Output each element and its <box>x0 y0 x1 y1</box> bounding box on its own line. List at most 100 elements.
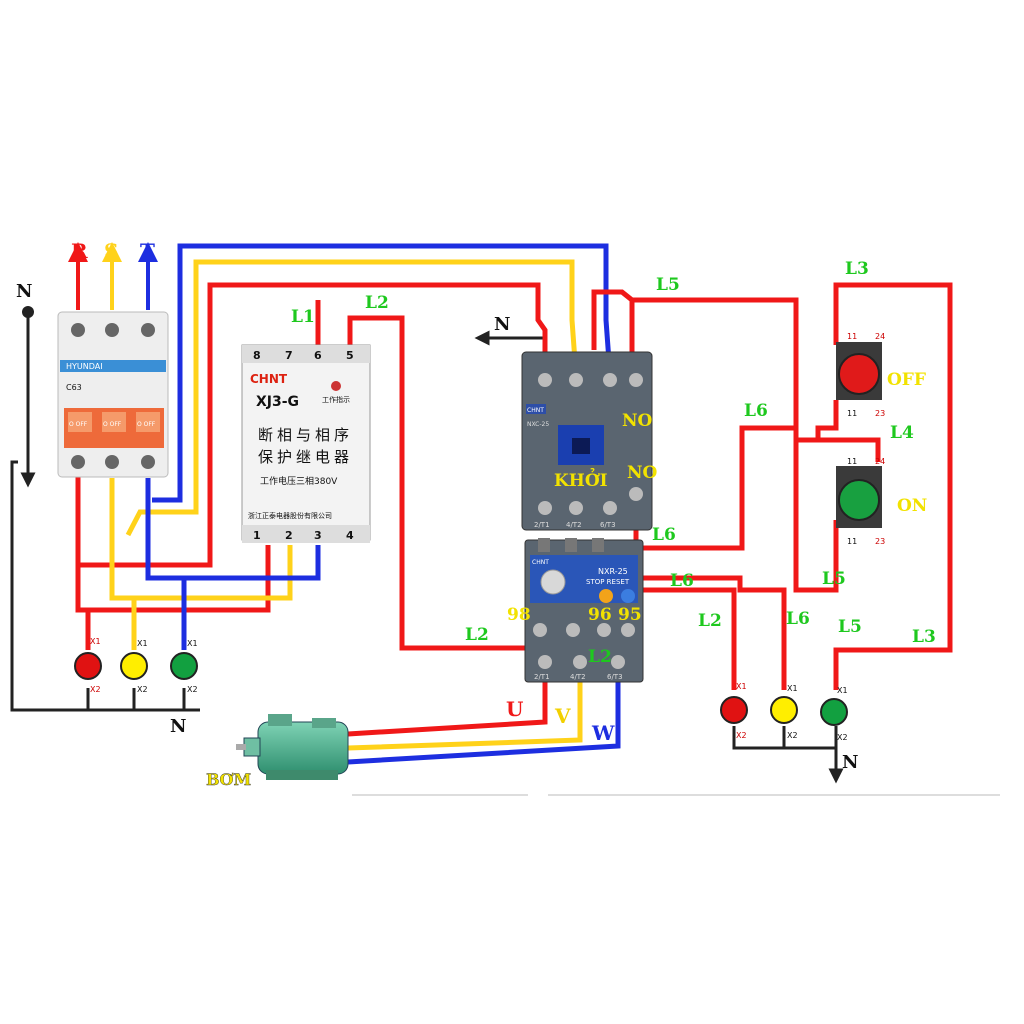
breaker-off-2: O OFF <box>103 421 122 428</box>
off-term-11-top: 11 <box>847 332 857 341</box>
on-term-11-bottom: 11 <box>847 537 857 546</box>
phase-labels: R S T N <box>16 239 158 318</box>
off-term-23: 23 <box>875 409 885 418</box>
overload-brand: CHNT <box>532 559 549 566</box>
relay-top-terminals: 8 7 6 5 <box>253 349 354 362</box>
wire-v <box>347 680 583 751</box>
relay-indicator: 工作指示 <box>322 395 350 404</box>
circuit-breaker: HYUNDAI C63 O OFF O OFF O OFF <box>57 311 169 478</box>
relay-model: XJ3-G <box>256 394 299 410</box>
label-l1: L1 <box>291 307 315 327</box>
lamp-red-left <box>74 652 102 680</box>
terminal-2: 2 <box>285 529 293 542</box>
neutral-label-contactor: N <box>494 314 510 335</box>
lamp4-x2: X2 <box>736 731 747 740</box>
label-l6-right: L6 <box>786 609 810 629</box>
overload-term-3: 6/T3 <box>607 673 623 681</box>
lamp1-x2: X2 <box>90 685 101 694</box>
contactor-no-bottom: NO <box>627 463 658 483</box>
label-l6-top: L6 <box>744 401 768 421</box>
terminal-6: 6 <box>314 349 322 362</box>
off-term-11-bottom: 11 <box>847 409 857 418</box>
contactor: CHNT NXC-25 KHỞI NO NO 2/T1 4/T2 6/T3 <box>521 351 658 531</box>
wire-r-contactor <box>78 282 548 568</box>
output-w: W <box>591 721 615 745</box>
wire-l5-right <box>632 297 839 593</box>
neutral-label-left: N <box>16 281 32 302</box>
label-l2-top: L2 <box>365 293 389 313</box>
lamp5-x1: X1 <box>787 684 798 693</box>
on-button-label: ON <box>897 496 927 516</box>
wire-l4 <box>796 400 881 462</box>
lamps-left: X1 X1 X1 X2 X2 X2 N <box>74 637 198 737</box>
off-term-24: 24 <box>875 332 885 341</box>
neutral-terminal <box>22 306 34 318</box>
contactor-no-top: NO <box>622 411 653 431</box>
lamp6-x2: X2 <box>837 733 848 742</box>
overload-model: NXR-25 <box>598 567 628 576</box>
wire-t-contactor <box>152 243 613 503</box>
label-l6-overload: L6 <box>670 571 694 591</box>
breaker-off-1: O OFF <box>69 421 88 428</box>
wire-t-bottom <box>145 478 321 581</box>
terminal-3: 3 <box>314 529 322 542</box>
neutral-wire-right <box>732 726 836 750</box>
phase-relay: 8 7 6 5 CHNT XJ3-G 工作指示 断相与相序 保护继电器 工作电压… <box>241 344 371 543</box>
lamp-green-right <box>820 698 848 726</box>
phase-t-label: T <box>140 239 155 263</box>
relay-brand: CHNT <box>250 372 288 386</box>
phase-s-label: S <box>104 239 118 263</box>
lamp4-x1: X1 <box>736 682 747 691</box>
label-l5-top: L5 <box>656 275 680 295</box>
terminal-5: 5 <box>346 349 354 362</box>
terminal-1: 1 <box>253 529 261 542</box>
lamp-red-right <box>720 696 748 724</box>
overload-term-2: 4/T2 <box>570 673 586 681</box>
phase-r-label: R <box>71 239 88 263</box>
label-l2-overload: L2 <box>588 647 612 667</box>
overload-96: 96 <box>588 605 612 625</box>
neutral-wire-left-bus <box>10 460 200 712</box>
relay-voltage: 工作电压三相380V <box>260 475 338 487</box>
contactor-model: NXC-25 <box>527 421 549 428</box>
contactor-brand: CHNT <box>527 407 544 414</box>
overload-relay: CHNT NXR-25 STOP RESET 2/T1 4/T2 6/T3 98… <box>507 538 644 683</box>
on-button[interactable]: ON 11 24 11 23 <box>836 457 927 546</box>
lamp6-x1: X1 <box>837 686 848 695</box>
overload-term-1: 2/T1 <box>534 673 550 681</box>
terminal-4: 4 <box>346 529 354 542</box>
off-button[interactable]: OFF 11 24 11 23 <box>836 332 926 418</box>
contactor-term-1: 2/T1 <box>534 521 550 529</box>
label-l3-top: L3 <box>845 259 869 279</box>
label-l2-right: L2 <box>698 611 722 631</box>
lamps-right: X1 X1 X1 X2 X2 X2 N <box>720 682 858 773</box>
lamp3-x1: X1 <box>187 639 198 648</box>
label-l3-bottom: L3 <box>912 627 936 647</box>
output-v: V <box>554 704 571 728</box>
on-term-24: 24 <box>875 457 885 466</box>
breaker-off-3: O OFF <box>137 421 156 428</box>
wire-u <box>347 680 548 737</box>
lamp2-x1: X1 <box>137 639 148 648</box>
contactor-label-khoi: KHỞI <box>554 468 608 491</box>
label-l2-left: L2 <box>465 625 489 645</box>
lamp-yellow-right <box>770 696 798 724</box>
lamp-green-left <box>170 652 198 680</box>
output-u: U <box>506 697 523 721</box>
breaker-model: C63 <box>66 383 82 392</box>
terminal-7: 7 <box>285 349 293 362</box>
wire-s-bottom <box>109 478 293 601</box>
motor-label: BƠM <box>206 770 251 789</box>
terminal-8: 8 <box>253 349 261 362</box>
relay-bottom-terminals: 1 2 3 4 <box>253 529 354 542</box>
relay-title-1: 断相与相序 <box>258 426 353 444</box>
neutral-label-bottom-left: N <box>170 716 186 737</box>
label-l5-mid: L5 <box>822 569 846 589</box>
wire-l3 <box>833 282 953 690</box>
neutral-arrow-contactor <box>474 330 547 346</box>
lamp1-x1: X1 <box>90 637 101 646</box>
overload-stop-reset: STOP RESET <box>586 578 630 586</box>
lamp2-x2: X2 <box>137 685 148 694</box>
wire-w <box>347 680 621 765</box>
